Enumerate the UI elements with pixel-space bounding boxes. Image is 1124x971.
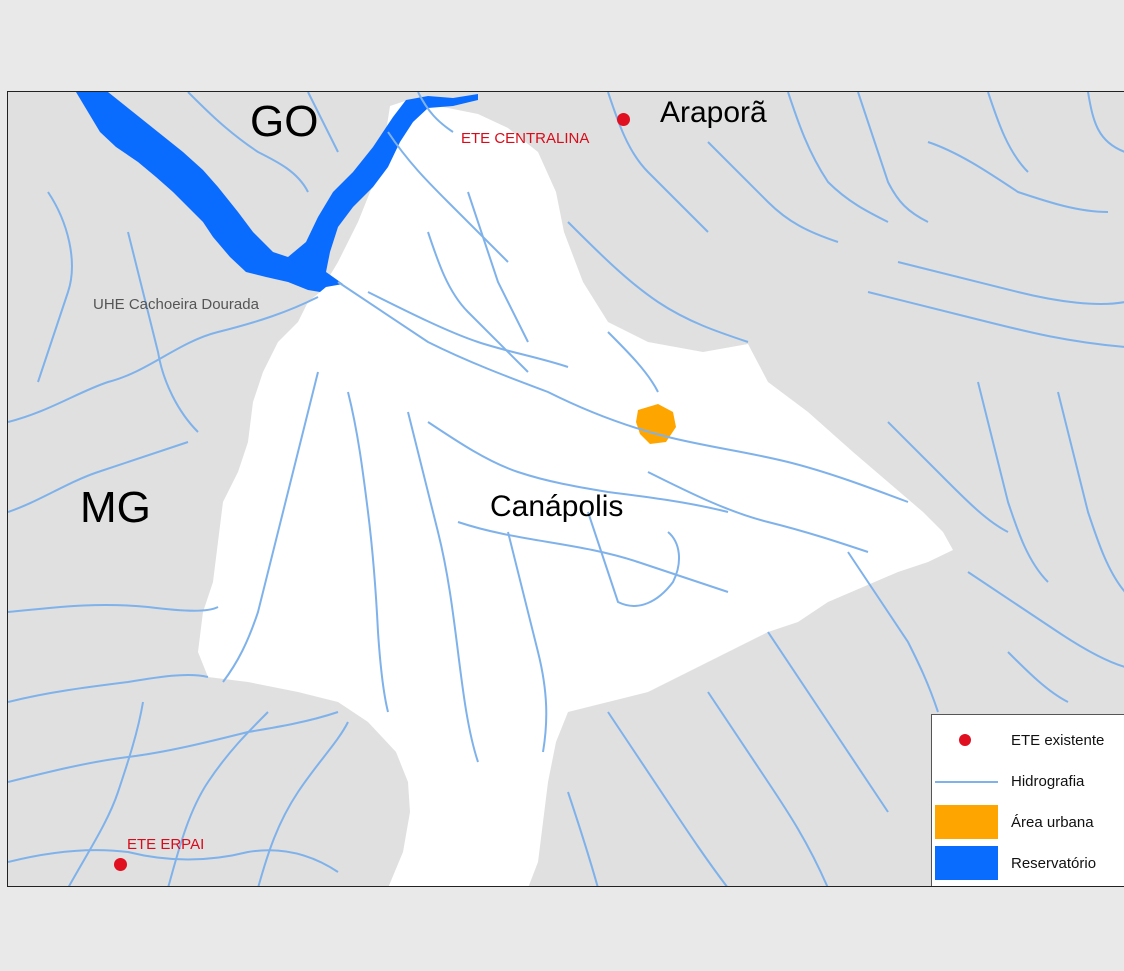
map-canvas xyxy=(8,92,1124,886)
state-label-mg: MG xyxy=(80,483,151,532)
orange-fill-icon xyxy=(935,805,998,839)
city-label-arapora: Araporã xyxy=(660,96,767,129)
map-frame: GO MG Araporã Canápolis UHE Cachoeira Do… xyxy=(7,91,1124,887)
basin-area xyxy=(198,100,953,886)
legend-label: Área urbana xyxy=(1011,814,1094,831)
legend-label: ETE existente xyxy=(1011,732,1105,749)
city-label-canapolis: Canápolis xyxy=(490,490,624,523)
state-label-go: GO xyxy=(250,97,319,146)
uhe-label: UHE Cachoeira Dourada xyxy=(93,296,259,313)
legend-label: Reservatório xyxy=(1011,855,1097,872)
red-dot-icon xyxy=(959,734,971,746)
blue-line-icon xyxy=(935,781,998,783)
legend-item-hidrografia: Hidrografia xyxy=(932,764,1124,798)
blue-fill-icon xyxy=(935,846,998,880)
ete-erpai-marker xyxy=(114,858,127,871)
river-network xyxy=(8,92,1124,886)
ete-centralina-marker xyxy=(617,113,630,126)
legend-item-reservatorio: Reservatório xyxy=(932,846,1124,880)
legend-item-ete: ETE existente xyxy=(932,723,1124,757)
ete-centralina-label: ETE CENTRALINA xyxy=(461,130,590,147)
map-legend: ETE existente Hidrografia Área urbana Re… xyxy=(931,714,1124,886)
urban-area xyxy=(636,404,676,444)
ete-erpai-label: ETE ERPAI xyxy=(127,836,205,853)
legend-item-area-urbana: Área urbana xyxy=(932,805,1124,839)
legend-label: Hidrografia xyxy=(1011,773,1085,790)
reservoir-area xyxy=(76,92,478,292)
